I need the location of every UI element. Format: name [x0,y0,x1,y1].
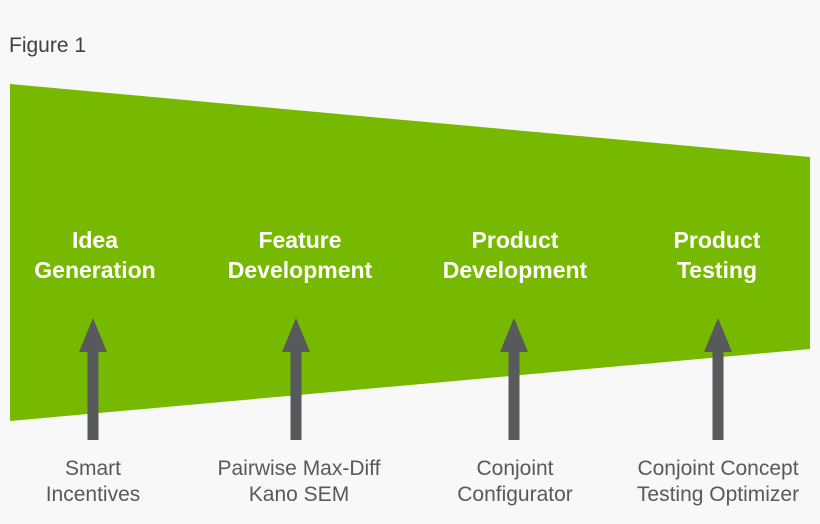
method-label-conjoint-configurator: Conjoint Configurator [457,457,573,507]
method-label-pairwise-maxdiff-kano-sem: Pairwise Max-Diff Kano SEM [217,457,381,507]
method-label-smart-incentives: Smart Incentives [45,457,141,507]
stage-label-product-development: Product Development [442,227,588,283]
up-arrow-icon [500,318,528,440]
method-label-conjoint-concept-testing-optimizer: Conjoint Concept Testing Optimizer [636,457,800,507]
funnel-shape [10,84,810,421]
up-arrow-icon [79,318,107,440]
stage-label-product-testing: Product Testing [673,227,761,283]
up-arrow-icon [704,318,732,440]
up-arrow-icon [282,318,310,440]
stage-label-idea-generation: Idea Generation [34,227,156,283]
stage-label-feature-development: Feature Development [227,227,373,283]
figure-title: Figure 1 [9,34,87,57]
